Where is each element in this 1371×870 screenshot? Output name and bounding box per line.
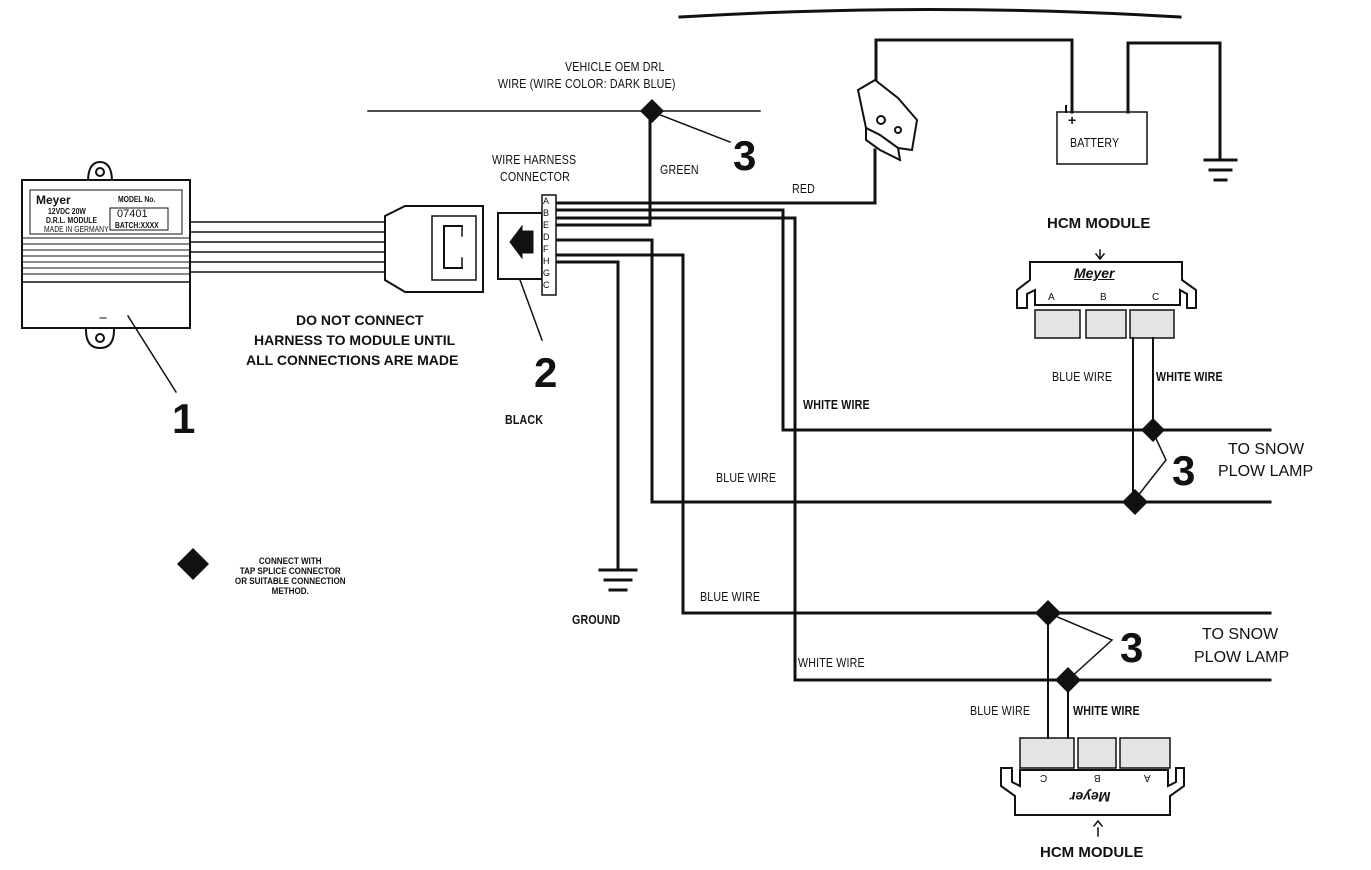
hcm-module-upper-title: HCM MODULE bbox=[1047, 215, 1151, 232]
harness-wires bbox=[553, 109, 1272, 682]
legend-line1: CONNECT WITH bbox=[258, 556, 322, 567]
hcm-lower-pin-c: C bbox=[1040, 772, 1048, 783]
snow-plow-upper-line1: TO SNOW bbox=[1228, 441, 1305, 458]
battery-box bbox=[1056, 111, 1148, 165]
hcm-upper-white-wire-label: WHITE WIRE bbox=[1156, 369, 1223, 384]
drl-wire-label-line2: WIRE (WIRE COLOR: DARK BLUE) bbox=[498, 76, 676, 91]
module-cable bbox=[189, 221, 386, 273]
module-model-label: MODEL No. bbox=[118, 195, 156, 204]
legend-line4: METHOD. bbox=[271, 586, 309, 597]
drl-wire-label-line1: VEHICLE OEM DRL bbox=[565, 59, 665, 74]
connector-pin: A bbox=[543, 196, 550, 206]
ground-label: GROUND bbox=[572, 612, 621, 627]
warning-line3: ALL CONNECTIONS ARE MADE bbox=[246, 352, 459, 368]
hcm-lower-blue-wire-label: BLUE WIRE bbox=[970, 703, 1031, 718]
hcm-upper-pin-c: C bbox=[1152, 292, 1160, 303]
splice-diamond bbox=[1141, 418, 1165, 442]
connector-pin: C bbox=[543, 280, 550, 290]
hcm-lower-white-wire-label: WHITE WIRE bbox=[1073, 703, 1140, 718]
hcm-module-upper bbox=[1016, 249, 1197, 339]
callout-3-upper: 3 bbox=[1172, 447, 1196, 494]
hcm-module-lower-title: HCM MODULE bbox=[1040, 844, 1144, 861]
splice-diamond bbox=[1122, 489, 1148, 515]
snow-plow-lower-line2: PLOW LAMP bbox=[1194, 649, 1290, 666]
hcm-upper-blue-wire-label: BLUE WIRE bbox=[1052, 369, 1113, 384]
module-plug bbox=[384, 205, 484, 293]
warning-line2: HARNESS TO MODULE UNTIL bbox=[254, 332, 456, 348]
module-line3: MADE IN GERMANY bbox=[44, 225, 109, 234]
hcm-lower-pin-a: A bbox=[1144, 772, 1151, 783]
warning-line1: DO NOT CONNECT bbox=[296, 312, 424, 328]
splice-diamonds bbox=[177, 99, 1165, 693]
connector-pin: F bbox=[543, 244, 549, 254]
legend-line2: TAP SPLICE CONNECTOR bbox=[239, 566, 341, 577]
red-wire-label: RED bbox=[792, 181, 816, 196]
legend-diamond-icon bbox=[177, 548, 209, 580]
hcm-upper-pin-b: B bbox=[1100, 292, 1107, 303]
battery-plus-sign: + bbox=[1068, 112, 1077, 128]
hcm-upper-wires bbox=[1132, 337, 1154, 503]
connector-pin: E bbox=[543, 220, 550, 230]
blue-wire-label-upper: BLUE WIRE bbox=[716, 470, 777, 485]
green-wire-label: GREEN bbox=[660, 162, 699, 177]
connector-pin-letters: A B E D F H G C bbox=[543, 197, 555, 293]
white-wire-label-upper: WHITE WIRE bbox=[803, 397, 870, 412]
callout-pointer-module bbox=[126, 314, 178, 394]
fuse-holder bbox=[856, 78, 919, 162]
splice-diamond bbox=[640, 99, 664, 123]
callout-pointer-connector bbox=[519, 279, 543, 341]
module-batch: BATCH:XXXX bbox=[115, 221, 159, 230]
drl-module bbox=[21, 160, 191, 350]
splice-diamond bbox=[1035, 600, 1061, 626]
wire-harness-label-line1: WIRE HARNESS bbox=[492, 152, 577, 167]
module-line1: 12VDC 20W bbox=[48, 207, 86, 216]
snow-plow-lower-line1: TO SNOW bbox=[1202, 626, 1279, 643]
callout-pointer-lower bbox=[1047, 612, 1114, 682]
module-model-number: 07401 bbox=[117, 208, 148, 220]
hcm-module-lower bbox=[1000, 737, 1185, 837]
top-border-line bbox=[678, 8, 1182, 19]
battery-label: BATTERY bbox=[1070, 135, 1120, 150]
connector-pin: H bbox=[543, 256, 550, 266]
legend-text: CONNECT WITH TAP SPLICE CONNECTOR OR SUI… bbox=[218, 557, 363, 597]
black-wire-label: BLACK bbox=[505, 412, 544, 427]
hcm-lower-brand: Meyer bbox=[1070, 789, 1111, 805]
connector-pin: B bbox=[543, 208, 550, 218]
legend-line3: OR SUITABLE CONNECTION bbox=[234, 576, 346, 587]
blue-wire-label-lower: BLUE WIRE bbox=[700, 589, 761, 604]
hcm-upper-brand: Meyer bbox=[1074, 265, 1115, 281]
wire-harness-label-line2: CONNECTOR bbox=[500, 169, 570, 184]
callout-pointer-top bbox=[649, 110, 731, 143]
connector-pin: G bbox=[543, 268, 551, 278]
module-brand: Meyer bbox=[36, 193, 71, 207]
callout-pointer-upper bbox=[1131, 429, 1167, 504]
callout-1: 1 bbox=[172, 395, 196, 442]
callout-3-top: 3 bbox=[733, 132, 757, 179]
red-wire bbox=[553, 148, 877, 205]
white-wire-label-lower: WHITE WIRE bbox=[798, 655, 865, 670]
splice-diamond bbox=[1055, 667, 1081, 693]
battery-wiring bbox=[874, 38, 1238, 182]
hcm-upper-pin-a: A bbox=[1048, 292, 1055, 303]
snow-plow-upper-line2: PLOW LAMP bbox=[1218, 463, 1314, 480]
module-line2: D.R.L. MODULE bbox=[46, 216, 97, 225]
connector-pin: D bbox=[543, 232, 550, 242]
callout-3-lower: 3 bbox=[1120, 624, 1144, 671]
callout-2: 2 bbox=[534, 349, 558, 396]
hcm-lower-pin-b: B bbox=[1094, 772, 1101, 783]
wire-harness-connector bbox=[497, 194, 557, 296]
